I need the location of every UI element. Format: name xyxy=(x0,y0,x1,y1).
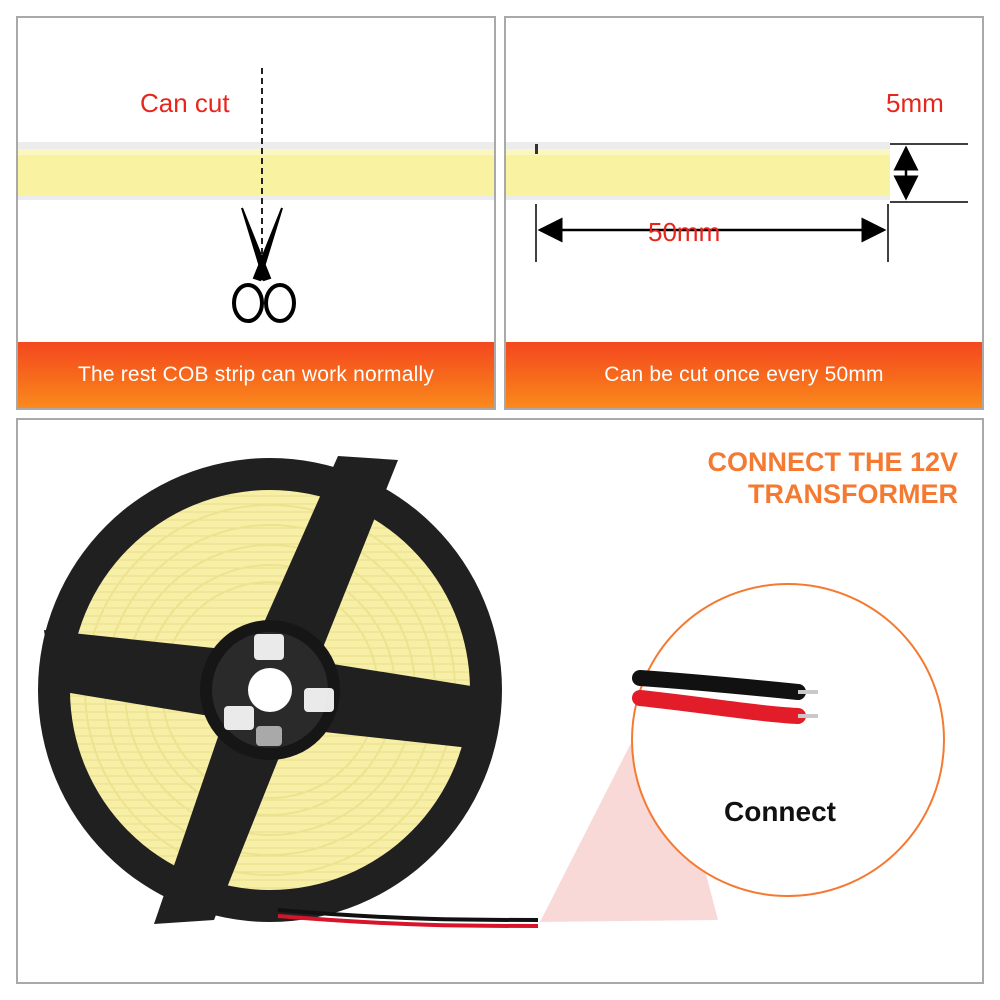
connect-label: Connect xyxy=(724,796,836,827)
zoom-circle xyxy=(631,583,945,897)
cut-illustration xyxy=(18,68,494,323)
scissors-icon xyxy=(232,207,296,323)
reel-center-hole xyxy=(248,668,292,712)
connect-headline: CONNECT THE 12V TRANSFORMER xyxy=(707,446,958,510)
size-banner: Can be cut once every 50mm xyxy=(506,342,982,408)
reel-illustration xyxy=(38,456,945,928)
red-wire xyxy=(277,914,539,928)
zoom-black-wire xyxy=(632,670,806,700)
zoom-red-wire xyxy=(632,690,806,724)
dimension-illustration xyxy=(506,142,968,262)
headline-line-2: TRANSFORMER xyxy=(748,479,958,509)
headline-line-1: CONNECT THE 12V xyxy=(707,447,958,477)
zoom-cone xyxy=(540,690,718,922)
length-label: 50mm xyxy=(648,217,721,247)
size-panel: Can be cut once every 50mm xyxy=(504,16,984,410)
can-cut-label: Can cut xyxy=(140,88,230,118)
connect-panel: CONNECT THE 12V TRANSFORMER Connect xyxy=(16,418,984,984)
cut-banner: The rest COB strip can work normally xyxy=(18,342,494,408)
cob-strip xyxy=(506,149,890,195)
cut-panel: Can cut The rest COB strip can work norm… xyxy=(16,16,496,410)
cob-strip xyxy=(18,149,494,195)
black-wire xyxy=(277,908,539,922)
height-label: 5mm xyxy=(886,88,944,118)
